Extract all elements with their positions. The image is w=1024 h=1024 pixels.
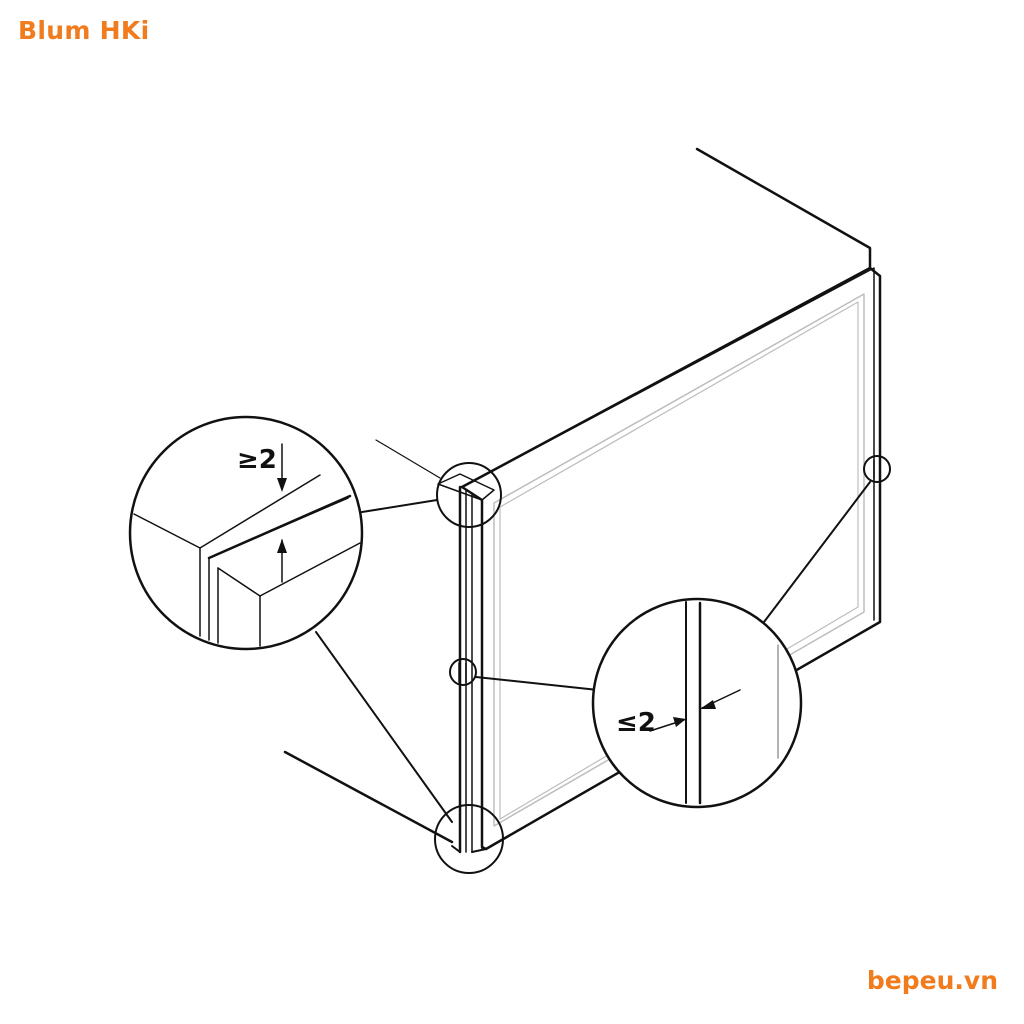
watermark-brand: bepeu.vn (866, 966, 998, 995)
connector-lines (315, 481, 871, 823)
page-title: Blum HKi (18, 16, 150, 45)
gap-side-label: ≤2 (616, 708, 656, 738)
marker-left-edge (449, 658, 477, 686)
detail-view-side-gap (591, 597, 803, 809)
gap-top-label: ≥2 (237, 445, 277, 475)
marker-circles (434, 455, 891, 874)
cabinet-body (283, 147, 872, 844)
detail-view-top-corner (128, 415, 364, 651)
leader-line-corner (375, 439, 441, 479)
marker-right-edge (863, 455, 891, 483)
marker-top-corner (436, 462, 502, 528)
marker-bottom-corner (434, 804, 504, 874)
